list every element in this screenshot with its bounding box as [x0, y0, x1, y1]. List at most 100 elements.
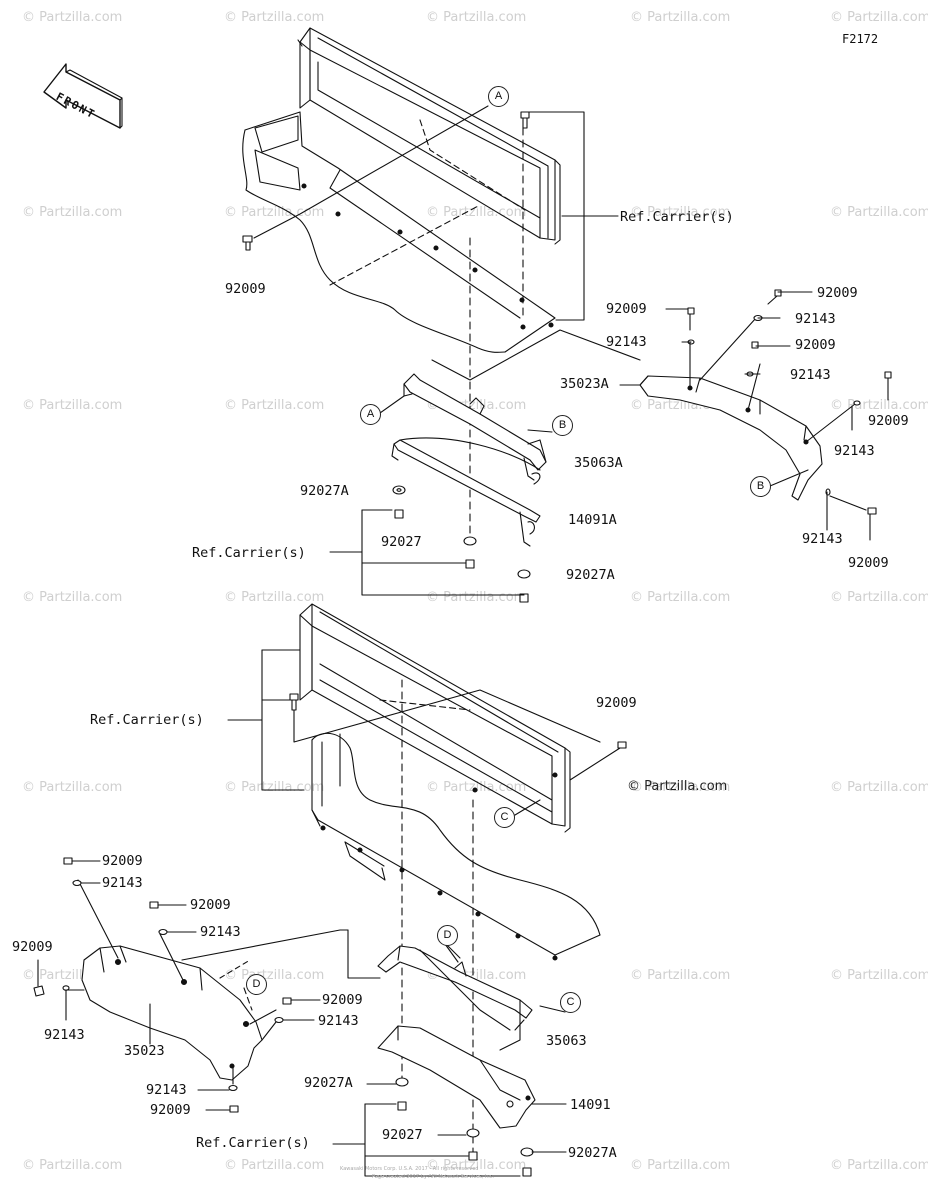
washer-92027A-lower-right-icon [520, 1147, 534, 1177]
part-92027A-lower-left[interactable]: 92027A [304, 1075, 353, 1091]
part-92009-ur-3[interactable]: 92009 [795, 337, 836, 353]
part-92009-ur-2[interactable]: 92009 [817, 285, 858, 301]
watermark-text: © Partzilla.com [830, 10, 928, 25]
part-92143-ll-5[interactable]: 92143 [146, 1082, 187, 1098]
washer-92027-upper-icon [463, 536, 477, 569]
watermark-text: © Partzilla.com [830, 205, 928, 220]
ref-carrier-lower[interactable]: Ref.Carrier(s) [196, 1135, 310, 1151]
part-92143-ll-1[interactable]: 92143 [102, 875, 143, 891]
part-92027A-upper-right[interactable]: 92027A [566, 567, 615, 583]
watermark-text: © Partzilla.com [224, 10, 325, 25]
upper-rear-gate [297, 27, 561, 245]
copyright-footer-1: Kawasaki Motors Corp. U.S.A. 2017 - All … [340, 1166, 479, 1172]
hardware-lower-left-icons [33, 857, 321, 1113]
part-35023[interactable]: 35023 [124, 1043, 165, 1059]
watermark-text: © Partzilla.com [630, 205, 731, 220]
hinge-bracket-35063A [403, 373, 547, 485]
copyright-footer-2: Page created 2017 by ARI Network Service… [372, 1174, 495, 1180]
part-92009-ur-5[interactable]: 92009 [848, 555, 889, 571]
watermark-text: © Partzilla.com [22, 590, 123, 605]
part-14091A[interactable]: 14091A [568, 512, 617, 528]
partzilla-brand: © Partzilla.com [627, 779, 728, 794]
washer-92027-lower-icon [466, 1128, 480, 1161]
watermark-text: © Partzilla.com [224, 398, 325, 413]
hinge-bracket-35063 [377, 945, 533, 1051]
watermark-text: © Partzilla.com [224, 205, 325, 220]
watermark-text: © Partzilla.com [426, 590, 527, 605]
watermark-text: © Partzilla.com [630, 780, 731, 795]
support-bar-14091A [391, 437, 541, 547]
bolt-lower-left-icon [289, 693, 299, 711]
watermark-text: © Partzilla.com [426, 10, 527, 25]
diagram-code: F2172 [842, 32, 879, 46]
hardware-upper-right-icons [687, 289, 892, 515]
part-92009-ll-5[interactable]: 92009 [150, 1102, 191, 1118]
washer-92027A-lower-left-icon [395, 1077, 409, 1111]
watermark-text: © Partzilla.com [830, 590, 928, 605]
lower-cargo-bed [311, 732, 601, 961]
fender-35023A [639, 375, 823, 501]
callout-a-left: A [360, 404, 381, 425]
watermark-text: © Partzilla.com [224, 590, 325, 605]
part-92143-ur-5[interactable]: 92143 [802, 531, 843, 547]
part-35063A[interactable]: 35063A [574, 455, 623, 471]
part-92143-ur-2[interactable]: 92143 [795, 311, 836, 327]
part-92027-lower[interactable]: 92027 [382, 1127, 423, 1143]
part-92027A-lower-right[interactable]: 92027A [568, 1145, 617, 1161]
callout-d-center: D [437, 925, 458, 946]
part-92143-ll-2[interactable]: 92143 [200, 924, 241, 940]
part-92143-ur-3[interactable]: 92143 [790, 367, 831, 383]
part-92009-ll-2[interactable]: 92009 [190, 897, 231, 913]
part-35063[interactable]: 35063 [546, 1033, 587, 1049]
callout-b-right: B [750, 476, 771, 497]
watermark-text: © Partzilla.com [224, 780, 325, 795]
part-92027-upper[interactable]: 92027 [381, 534, 422, 550]
watermark-text: © Partzilla.com [426, 1158, 527, 1173]
part-92143-ll-4[interactable]: 92143 [318, 1013, 359, 1029]
front-arrow-icon [43, 63, 123, 129]
watermark-text: © Partzilla.com [630, 968, 731, 983]
part-92143-ll-3[interactable]: 92143 [44, 1027, 85, 1043]
bolt-lower-right-icon [617, 741, 627, 749]
bolt-92009-upper-left-icon [242, 235, 253, 251]
part-92009-ll-4[interactable]: 92009 [322, 992, 363, 1008]
part-92143-ur-4[interactable]: 92143 [834, 443, 875, 459]
watermark-text: © Partzilla.com [630, 590, 731, 605]
part-92143-ur-1[interactable]: 92143 [606, 334, 647, 350]
ref-carrier-lower-left[interactable]: Ref.Carrier(s) [90, 712, 204, 728]
washer-92027A-upper-left-icon [392, 485, 406, 519]
watermark-text: © Partzilla.com [22, 780, 123, 795]
watermark-text: © Partzilla.com [630, 10, 731, 25]
upper-cargo-bed [242, 111, 556, 353]
watermark-text: © Partzilla.com [830, 1158, 928, 1173]
watermark-text: © Partzilla.com [22, 205, 123, 220]
watermark-text: © Partzilla.com [630, 1158, 731, 1173]
part-92009-lower-right[interactable]: 92009 [596, 695, 637, 711]
part-14091[interactable]: 14091 [570, 1097, 611, 1113]
watermark-text: © Partzilla.com [22, 10, 123, 25]
bolt-top-center-icon [520, 111, 530, 129]
fender-35023 [81, 945, 263, 1081]
watermark-text: © Partzilla.com [426, 205, 527, 220]
watermark-text: © Partzilla.com [224, 1158, 325, 1173]
callout-c-right: C [560, 992, 581, 1013]
part-92009-ll-3[interactable]: 92009 [12, 939, 53, 955]
washer-92027A-upper-right-icon [517, 569, 531, 603]
part-92009-ll-1[interactable]: 92009 [102, 853, 143, 869]
part-92009-ur-1[interactable]: 92009 [606, 301, 647, 317]
watermark-text: © Partzilla.com [830, 780, 928, 795]
part-92009-ur-4[interactable]: 92009 [868, 413, 909, 429]
part-92009-upper-left[interactable]: 92009 [225, 281, 266, 297]
lower-rear-gate [299, 603, 571, 833]
watermark-text: © Partzilla.com [22, 1158, 123, 1173]
callout-a-top: A [488, 86, 509, 107]
ref-carrier-upper-left[interactable]: Ref.Carrier(s) [192, 545, 306, 561]
callout-d-left: D [246, 974, 267, 995]
watermark-text: © Partzilla.com [830, 968, 928, 983]
part-35023A[interactable]: 35023A [560, 376, 609, 392]
ref-carrier-upper-right[interactable]: Ref.Carrier(s) [620, 209, 734, 225]
part-92027A-upper-left[interactable]: 92027A [300, 483, 349, 499]
callout-b-left: B [552, 415, 573, 436]
watermark-text: © Partzilla.com [22, 398, 123, 413]
